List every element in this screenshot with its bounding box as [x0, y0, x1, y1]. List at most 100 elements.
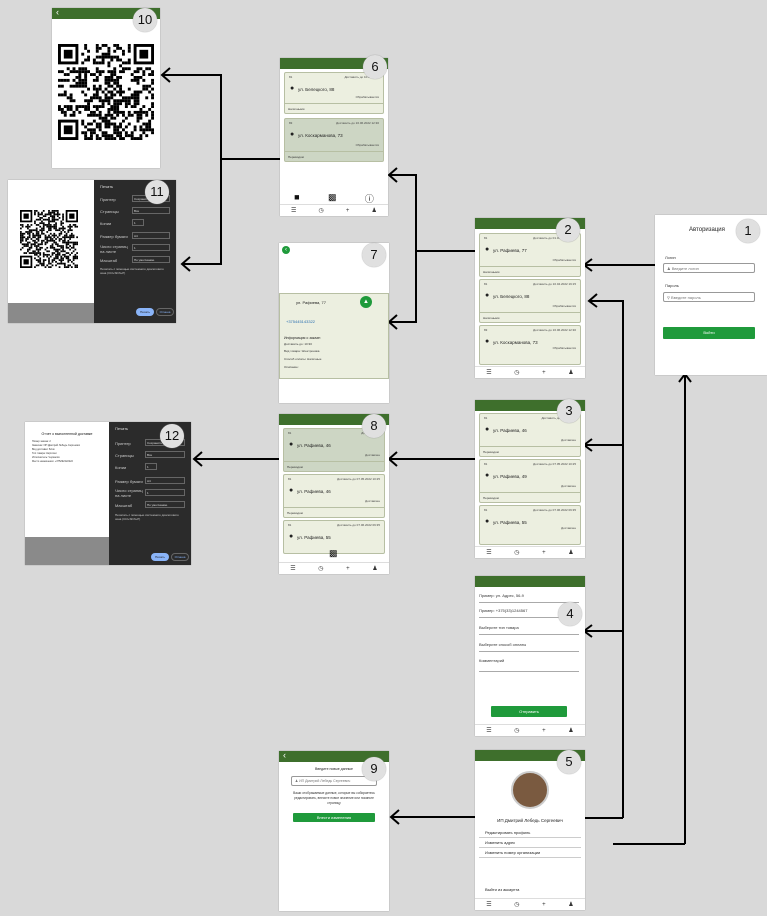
profile-icon[interactable]: ♟ — [568, 728, 574, 734]
add-icon[interactable]: + — [542, 369, 546, 376]
bottom-nav: ☰ ◷ + ♟ — [279, 562, 389, 574]
step-badge-12: 12 — [160, 424, 184, 448]
logout-link[interactable]: Выйти из аккаунта — [485, 887, 520, 892]
connector-1-2 — [585, 264, 655, 266]
pages-select[interactable]: Все — [145, 451, 185, 458]
cancel-button[interactable]: Отмена — [171, 553, 189, 561]
login-input[interactable]: ♟ Введите логин — [663, 263, 755, 273]
step-badge-3: 3 — [557, 399, 581, 423]
profile-icon[interactable]: ♟ — [568, 902, 574, 908]
save-changes-button[interactable]: Внести изменения — [293, 813, 375, 822]
list-icon[interactable]: ☰ — [486, 550, 492, 556]
pages-select[interactable]: Все — [132, 207, 170, 214]
history-icon[interactable]: ◷ — [514, 550, 520, 556]
info-icon[interactable]: ⓘ — [364, 194, 374, 204]
add-icon[interactable]: + — [542, 901, 546, 908]
user-icon: ♟ — [667, 266, 672, 271]
address-field[interactable]: Пример: ул. Адрес, 56-9 — [479, 593, 579, 603]
connector-1-vertical — [684, 376, 686, 844]
step-badge-10: 10 — [133, 8, 157, 32]
per-sheet-select[interactable]: 1 — [145, 489, 185, 496]
size-select[interactable]: A4 — [145, 477, 185, 484]
back-icon[interactable]: ‹ — [56, 8, 59, 17]
per-sheet-select[interactable]: 1 — [132, 244, 170, 251]
print-icon[interactable]: ▩ — [329, 548, 338, 558]
password-input[interactable]: ⚲ Введите пароль — [663, 292, 755, 302]
connector-branch-vertical — [622, 300, 624, 818]
step-badge-7: 7 — [362, 243, 386, 267]
scale-select[interactable]: По умолчанию — [132, 256, 170, 263]
screen-order-details: ‹ ул. Рафиева, 77 ▲ +375445143322 Информ… — [279, 243, 389, 403]
connector-10-11-vertical — [220, 74, 222, 264]
profile-icon[interactable]: ♟ — [568, 550, 574, 556]
step-badge-8: 8 — [362, 414, 386, 438]
add-icon[interactable]: + — [542, 549, 546, 556]
system-dialog-link[interactable]: Печатать с помощью системного диалоговог… — [100, 267, 164, 275]
avatar — [511, 771, 549, 809]
submit-button[interactable]: Отправить — [491, 706, 567, 717]
menu-edit-profile[interactable]: Редактировать профиль — [479, 830, 581, 838]
menu-change-org[interactable]: Изменить номер организации — [479, 850, 581, 858]
history-icon[interactable]: ◷ — [514, 370, 520, 376]
profile-name: ИП Дмитрий Лебедь Сергеевич — [497, 818, 563, 823]
name-input[interactable]: ♟ ИП Дмитрий Лебедь Сергеевич — [291, 776, 377, 786]
delete-icon[interactable]: ■ — [294, 192, 300, 202]
report-preview: Отчет о выполненной доставке Номер заказ… — [25, 422, 109, 565]
add-icon[interactable]: + — [542, 727, 546, 734]
profile-icon[interactable]: ♟ — [371, 208, 377, 214]
list-icon[interactable]: ☰ — [486, 902, 492, 908]
list-icon[interactable]: ☰ — [486, 370, 492, 376]
bottom-nav: ☰ ◷ + ♟ — [280, 204, 388, 216]
details-phone[interactable]: +375445143322 — [286, 319, 316, 324]
connector-5-9 — [392, 816, 475, 818]
copies-input[interactable]: 1 — [145, 463, 157, 470]
payment-select[interactable]: Выберите способ оплаты — [479, 642, 579, 652]
qr-code — [58, 44, 154, 140]
list-icon[interactable]: ☰ — [291, 208, 297, 214]
profile-icon[interactable]: ♟ — [568, 370, 574, 376]
list-icon[interactable]: ☰ — [486, 728, 492, 734]
print-button[interactable]: Печать — [151, 553, 169, 561]
copies-input[interactable]: 1 — [132, 219, 144, 226]
list-icon[interactable]: ☰ — [290, 566, 296, 572]
system-dialog-link[interactable]: Печатать с помощью системного диалоговог… — [115, 513, 179, 521]
goods-select[interactable]: Выберите тип товара — [479, 625, 579, 635]
history-icon[interactable]: ◷ — [318, 566, 324, 572]
history-icon[interactable]: ◷ — [514, 902, 520, 908]
menu-change-address[interactable]: Изменить адрес — [479, 840, 581, 848]
history-icon[interactable]: ◷ — [318, 208, 324, 214]
profile-icon[interactable]: ♟ — [372, 566, 378, 572]
navigate-icon[interactable]: ▲ — [360, 296, 372, 308]
pin-icon: ● — [485, 518, 490, 525]
pin-icon: ● — [485, 246, 490, 253]
phone-field[interactable]: Пример: +375(33)1244567 — [479, 608, 579, 618]
size-select[interactable]: A4 — [132, 232, 170, 239]
connector-2-left — [415, 250, 475, 252]
print-button[interactable]: Печать — [136, 308, 154, 316]
history-icon[interactable]: ◷ — [514, 728, 520, 734]
login-button[interactable]: Войти — [663, 327, 755, 339]
cancel-button[interactable]: Отмена — [156, 308, 174, 316]
pin-icon: ● — [485, 338, 490, 345]
scale-select[interactable]: По умолчанию — [145, 501, 185, 508]
back-icon[interactable]: ‹ — [283, 751, 286, 760]
add-icon[interactable]: + — [346, 565, 350, 572]
back-icon[interactable]: ‹ — [282, 246, 290, 254]
action-bar: ■ ▩ ⓘ — [280, 192, 388, 205]
print-icon[interactable]: ▩ — [327, 192, 337, 202]
add-icon[interactable]: + — [345, 207, 350, 214]
password-label: Пароль — [665, 283, 679, 288]
bottom-nav: ☰ ◷ + ♟ — [475, 724, 585, 736]
comment-field[interactable]: Комментарий — [479, 658, 579, 672]
step-badge-6: 6 — [363, 55, 387, 79]
